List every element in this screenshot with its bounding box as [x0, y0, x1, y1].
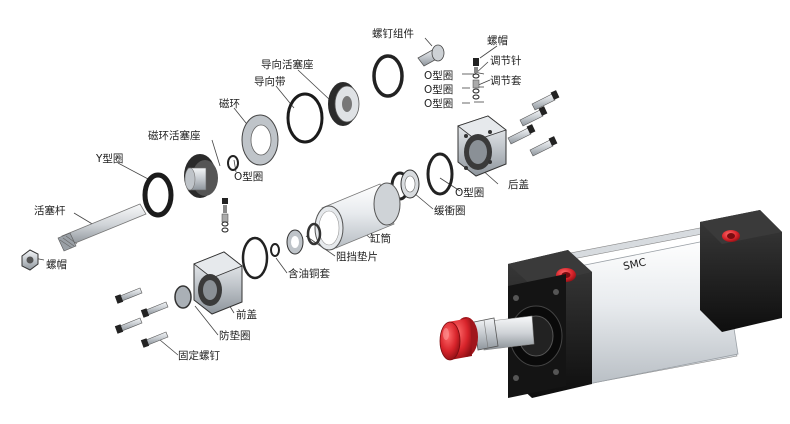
label-o-ring-3: O型圈 — [424, 97, 453, 110]
label-piston-rod: 活塞杆 — [34, 204, 66, 217]
rear-cover-part — [457, 115, 507, 177]
label-fixing-screw: 固定螺钉 — [178, 349, 220, 362]
label-guide-piston-seat: 导向活塞座 — [261, 58, 314, 71]
front-o-ring-part — [270, 243, 280, 257]
front-adjust-stack-part — [221, 198, 229, 233]
magnetic-piston-seat-part — [184, 154, 218, 198]
rear-o-ring-part — [426, 152, 454, 196]
label-cylinder-barrel: 缸筒 — [370, 232, 391, 245]
label-y-ring: Y型圈 — [95, 152, 123, 165]
assembled-cylinder-image: SMC — [439, 210, 782, 398]
label-guide-band: 导向带 — [254, 75, 286, 88]
label-buffer-ring: 缓衝圈 — [434, 204, 466, 217]
label-front-cover: 前盖 — [236, 308, 257, 321]
magnet-ring-part — [241, 114, 279, 166]
label-o-ring-1: O型圈 — [424, 69, 453, 82]
label-adjust-sleeve: 调节套 — [490, 74, 522, 87]
small-o-ring-part — [227, 155, 239, 171]
part-labels: 螺钉组件 螺帽 调节针 O型圈 调节套 O型圈 O型圈 导向活塞座 导向带 磁环… — [34, 27, 529, 362]
label-nut: 螺帽 — [46, 258, 67, 271]
label-magnet-ring: 磁环 — [219, 97, 240, 110]
front-cover-part — [193, 251, 243, 315]
guide-band-part — [286, 92, 324, 144]
svg-text:SMC: SMC — [622, 256, 647, 273]
label-screw-assembly: 螺钉组件 — [372, 27, 414, 40]
label-o-ring-rear: O型圈 — [455, 186, 484, 199]
piston-rod-part — [57, 203, 147, 252]
label-rear-cover: 后盖 — [508, 178, 529, 191]
front-large-o-ring-part — [241, 236, 269, 280]
label-stop-washer: 阻挡垫片 — [336, 250, 378, 263]
adjust-stack-part — [472, 58, 480, 100]
stop-washer-part — [306, 222, 322, 246]
label-magnetic-piston-seat: 磁环活塞座 — [148, 129, 201, 142]
y-ring-part — [142, 172, 174, 218]
screw-assembly-part — [417, 44, 445, 67]
label-o-ring-mid: O型圈 — [234, 170, 263, 183]
label-anti-wear-washer: 防垫圈 — [219, 329, 251, 342]
label-o-ring-2: O型圈 — [424, 83, 453, 96]
guide-piston-seat-part — [328, 82, 360, 126]
rod-nut-part — [21, 249, 39, 271]
label-cap-nut: 螺帽 — [487, 34, 508, 47]
cylinder-barrel-part — [314, 182, 401, 251]
oil-copper-sleeve-part — [286, 229, 304, 255]
rear-bolts-part — [507, 90, 560, 157]
label-adjust-needle: 调节针 — [490, 54, 522, 67]
large-o-ring-top-part — [372, 54, 404, 98]
fixing-screws-part — [114, 287, 169, 348]
anti-wear-washer-part — [174, 285, 192, 309]
label-oil-copper-sleeve: 含油铜套 — [288, 267, 330, 280]
